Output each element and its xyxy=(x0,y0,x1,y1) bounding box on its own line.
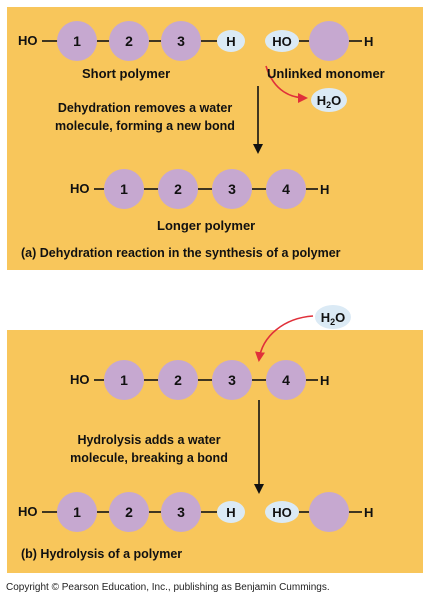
monomer-1 xyxy=(104,360,144,400)
water-release-arrow xyxy=(265,65,308,103)
h-label: H xyxy=(226,34,235,49)
monomer-2 xyxy=(109,21,149,61)
short-polymer-product: HO 1 2 3 H xyxy=(18,492,245,532)
monomer-2-label: 2 xyxy=(174,372,182,388)
monomer-3-label: 3 xyxy=(177,33,185,49)
dehydration-caption: Dehydration removes a water molecule, fo… xyxy=(40,99,250,135)
panel-b-title: (b) Hydrolysis of a polymer xyxy=(21,547,183,561)
h-bubble xyxy=(217,30,245,52)
monomer-2 xyxy=(158,169,198,209)
ho-label: HO xyxy=(272,34,292,49)
unlinked-monomer-label: Unlinked monomer xyxy=(267,66,385,81)
monomer-2 xyxy=(109,492,149,532)
monomer-4-label: 4 xyxy=(282,181,290,197)
monomer-3-label: 3 xyxy=(228,181,236,197)
h-label: H xyxy=(364,34,373,49)
monomer-3-label: 3 xyxy=(228,372,236,388)
monomer-free xyxy=(309,492,349,532)
h-label: H xyxy=(364,505,373,520)
ho-bubble xyxy=(265,30,299,52)
monomer-1 xyxy=(57,492,97,532)
monomer-4 xyxy=(266,360,306,400)
copyright-footer: Copyright © Pearson Education, Inc., pub… xyxy=(6,582,330,593)
longer-polymer-label: Longer polymer xyxy=(157,218,256,233)
monomer-4-label: 4 xyxy=(282,372,290,388)
monomer-1-label: 1 xyxy=(120,181,128,197)
h-bubble xyxy=(217,501,245,523)
dehydration-caption-line1: Dehydration removes a water xyxy=(57,101,233,115)
longer-polymer: HO 1 2 3 4 H xyxy=(70,169,329,209)
h-label: H xyxy=(226,505,235,520)
h-label: H xyxy=(320,373,329,388)
hydrolysis-caption-line1: Hydrolysis adds a water xyxy=(77,433,221,447)
ho-label: HO xyxy=(70,372,90,387)
panel-a-title: (a) Dehydration reaction in the synthesi… xyxy=(21,246,341,260)
monomer-free xyxy=(309,21,349,61)
short-polymer-label: Short polymer xyxy=(82,66,171,81)
monomer-3 xyxy=(212,169,252,209)
ho-bubble xyxy=(265,501,299,523)
polymer-before-hydrolysis: HO 1 2 3 4 H xyxy=(70,360,329,400)
dehydration-caption-line2: molecule, forming a new bond xyxy=(55,119,235,133)
monomer-2 xyxy=(158,360,198,400)
monomer-1-label: 1 xyxy=(120,372,128,388)
monomer-1 xyxy=(104,169,144,209)
water-bubble-b: H2O xyxy=(315,305,351,329)
svg-text:H2O: H2O xyxy=(321,310,346,327)
monomer-2-label: 2 xyxy=(125,33,133,49)
h-label: H xyxy=(320,182,329,197)
monomer-3 xyxy=(212,360,252,400)
monomer-1-label: 1 xyxy=(73,504,81,520)
monomer-3 xyxy=(161,492,201,532)
hydrolysis-caption-line2: molecule, breaking a bond xyxy=(70,451,228,465)
monomer-1 xyxy=(57,21,97,61)
released-monomer: HO H xyxy=(265,492,373,532)
water-bubble-a: H2O xyxy=(311,88,347,112)
water-addition-arrow xyxy=(255,315,314,362)
svg-text:H2O: H2O xyxy=(317,93,342,110)
ho-label: HO xyxy=(272,505,292,520)
ho-label: HO xyxy=(70,181,90,196)
hydrolysis-caption: Hydrolysis adds a water molecule, breaki… xyxy=(46,431,252,467)
ho-label: HO xyxy=(18,504,38,519)
monomer-4 xyxy=(266,169,306,209)
ho-label: HO xyxy=(18,33,38,48)
monomer-3-label: 3 xyxy=(177,504,185,520)
monomer-2-label: 2 xyxy=(174,181,182,197)
unlinked-monomer: HO H xyxy=(265,21,373,61)
monomer-1-label: 1 xyxy=(73,33,81,49)
monomer-2-label: 2 xyxy=(125,504,133,520)
short-polymer: HO 1 2 3 H xyxy=(18,21,245,61)
monomer-3 xyxy=(161,21,201,61)
